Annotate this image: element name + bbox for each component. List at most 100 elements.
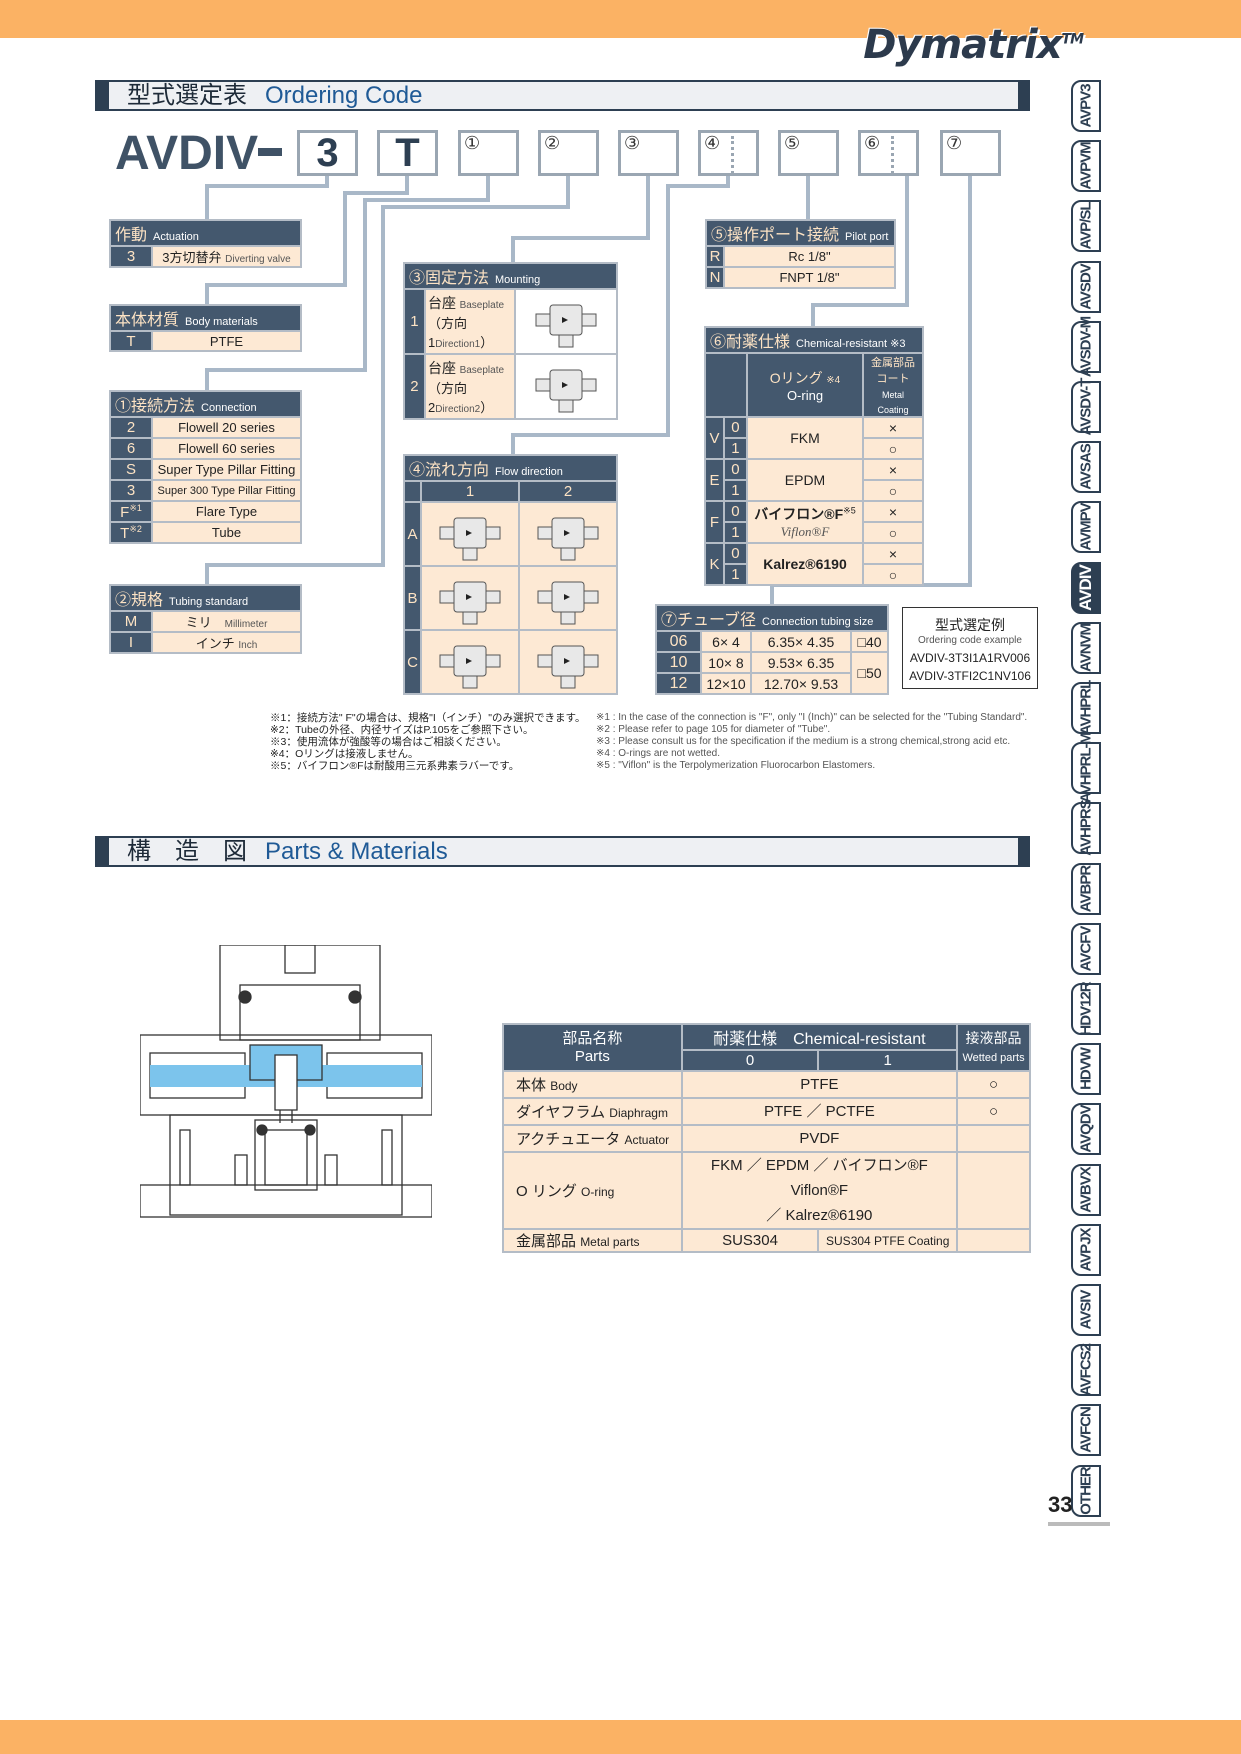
text: F [120, 503, 130, 521]
side-tab-avdiv[interactable]: AVDIV [1071, 561, 1101, 614]
text: ※5 [843, 505, 856, 516]
table-cell: ○ [862, 563, 924, 586]
side-tab-label: AVFCN [1077, 1407, 1095, 1454]
text: ※3 [890, 338, 906, 350]
table-cell: B [403, 565, 422, 631]
table-cell: ○ [956, 1070, 1031, 1099]
bottom-band [0, 1720, 1241, 1754]
side-tab-avhprs[interactable]: AVHPRS [1071, 800, 1101, 857]
flow-image [420, 565, 520, 631]
table-cell: M [109, 610, 153, 633]
table-cell: ダイヤフラム Diaphragm [502, 1097, 683, 1126]
table-cell: FKM [746, 416, 864, 460]
side-tab-avpv3[interactable]: AVPV3 [1071, 80, 1101, 132]
text: EPDM [784, 472, 826, 488]
side-tab-other[interactable]: OTHER [1071, 1464, 1101, 1517]
text: Metal Coating [877, 390, 909, 415]
side-tab-label: AVPVM [1077, 142, 1095, 190]
table-cell: 1 [420, 480, 520, 503]
side-tab-label: AVSDV-T [1077, 378, 1095, 436]
table-cell: 1 [722, 563, 749, 586]
table-cell: 0 [722, 542, 749, 565]
table-row: 1○ [705, 479, 924, 502]
side-tab-avsdv[interactable]: AVSDV [1071, 260, 1101, 313]
side-tab-avhprl[interactable]: AVHPRL [1071, 680, 1101, 736]
mounting-image-1 [514, 288, 618, 355]
side-tab-avsiv[interactable]: AVSIV [1071, 1284, 1101, 1336]
text: Body [550, 1079, 578, 1093]
text: PTFE [800, 1076, 839, 1093]
side-tab-avp-sl[interactable]: AVP/SL [1071, 200, 1101, 253]
side-tab-avcfv[interactable]: AVCFV [1071, 922, 1101, 975]
side-tab-hdv12r[interactable]: HDV12R [1071, 982, 1101, 1036]
text: Millimeter [224, 619, 268, 630]
table-cell: ○ [956, 1097, 1031, 1126]
valve-image [439, 581, 501, 624]
table-cell: インチ Inch [151, 631, 302, 654]
text: O-ring [581, 1185, 615, 1199]
code-box: 3 [297, 130, 358, 176]
table-cell: 1 [722, 521, 749, 544]
table-cell: Flowell 60 series [151, 437, 302, 460]
side-tab-avpvm[interactable]: AVPVM [1071, 140, 1101, 193]
table-cell: □40 [850, 630, 889, 653]
side-tab-avnvm[interactable]: AVNVM [1071, 621, 1101, 674]
footnote: ※4：Oリングは接液しません。 [270, 748, 419, 760]
table-cell [704, 352, 748, 418]
side-tab-label: AVMPV [1077, 503, 1095, 552]
side-tab-hdvw[interactable]: HDVW [1071, 1043, 1101, 1096]
side-tab-label: AVHPRS [1077, 800, 1095, 857]
side-tab-avqdv[interactable]: AVQDV [1071, 1103, 1101, 1156]
side-tab-avsdv-t[interactable]: AVSDV-T [1071, 378, 1101, 436]
side-tab-avmpv[interactable]: AVMPV [1071, 501, 1101, 554]
footnote: ※3：使用流体が強酸等の場合はご相談ください。 [270, 736, 507, 748]
code-box: ③ [618, 130, 679, 176]
text: ⑥耐薬仕様 [710, 334, 791, 351]
side-tab-avpjx[interactable]: AVPJX [1071, 1223, 1101, 1276]
text: ） [480, 399, 494, 415]
table-cell: T [109, 330, 153, 352]
side-tab-avbvx[interactable]: AVBVX [1071, 1163, 1101, 1216]
side-tab-avfcs2[interactable]: AVFCS2 [1071, 1344, 1101, 1396]
text: Kalrez®6190 [763, 556, 847, 572]
valve-image [439, 517, 501, 560]
top-band [0, 0, 1241, 38]
table-cell: □50 [850, 651, 889, 695]
code-dash [258, 148, 282, 156]
side-tab-label: AVHPRL [1077, 680, 1095, 736]
table-cell: 2 [403, 353, 426, 420]
text: Connection [201, 402, 257, 414]
text: 金属部品コート [871, 357, 915, 385]
table-cell: Tube [151, 521, 302, 544]
text: 2 [126, 419, 136, 436]
valve-image [537, 581, 599, 624]
text: O リング [516, 1183, 577, 1200]
side-tab-avfcn[interactable]: AVFCN [1071, 1404, 1101, 1457]
table-cell: PTFE [151, 330, 302, 352]
text: Direction2 [435, 403, 481, 415]
side-tab-avsdv-m[interactable]: AVSDV-M [1071, 317, 1101, 377]
side-tab-avhprl-m[interactable]: AVHPRL-M [1071, 733, 1101, 803]
model-code: AVDIV [115, 127, 259, 180]
side-tab-avbpr[interactable]: AVBPR [1071, 862, 1101, 915]
side-tab-avsas[interactable]: AVSAS [1071, 441, 1101, 494]
side-tab-label: AVNVM [1077, 623, 1095, 672]
